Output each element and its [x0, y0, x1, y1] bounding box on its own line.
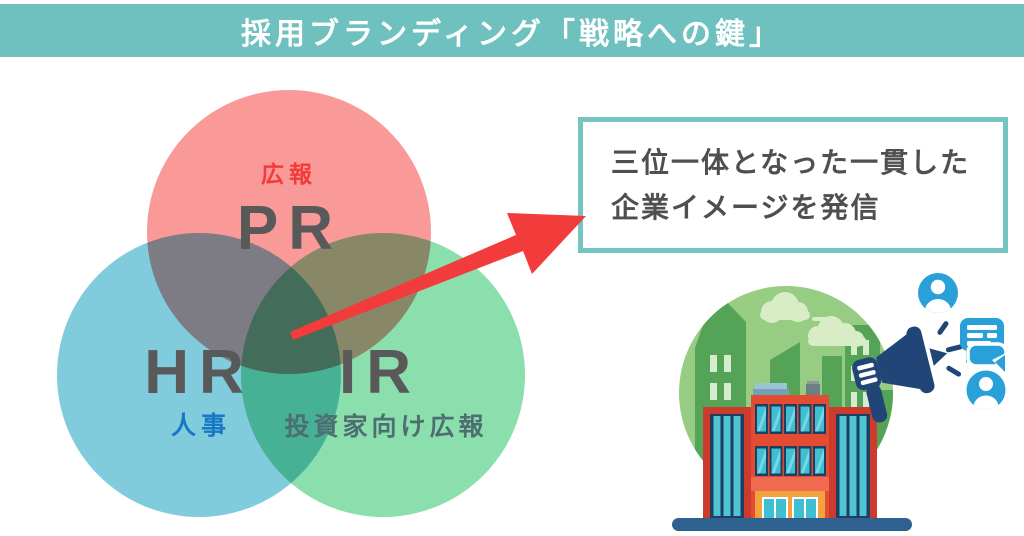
venn-label-hr: 人事: [170, 412, 232, 440]
cloud-icon: [808, 316, 866, 347]
side-tower-windows: [713, 416, 867, 516]
window-row: [755, 404, 826, 434]
door-icon: [762, 497, 788, 519]
person-icon: [918, 273, 958, 313]
venn-abbr-ir: IR: [339, 338, 421, 407]
person-icon: [966, 370, 1006, 410]
venn-abbr-hr: HR: [144, 338, 254, 407]
venn-label-pr: 広報: [261, 161, 317, 187]
page-title: 採用ブランディング「戦略への鍵」: [241, 17, 783, 51]
chat-bubbles-icon: [960, 318, 1008, 376]
sound-wedge: [929, 348, 948, 366]
cloud-icon: [760, 292, 828, 323]
megaphone-icon: [852, 321, 963, 423]
callout-line-2: 企業イメージを発信: [611, 192, 881, 223]
callout-box: 三位一体となった一貫した 企業イメージを発信: [578, 117, 1008, 253]
megaphone-grip-slots: [857, 362, 878, 386]
venn-abbr-pr: PR: [236, 194, 344, 263]
company-broadcast-illustration: [672, 273, 1008, 531]
title-banner: 採用ブランディング「戦略への鍵」: [0, 4, 1024, 57]
door-icon: [792, 497, 818, 519]
callout-line-1: 三位一体となった一貫した: [611, 147, 971, 178]
sound-waves-icon: [937, 321, 963, 377]
venn-label-ir: 投資家向け広報: [284, 413, 488, 441]
window-row: [755, 446, 826, 476]
ground-bar: [672, 518, 912, 531]
building-icon: [672, 381, 912, 531]
